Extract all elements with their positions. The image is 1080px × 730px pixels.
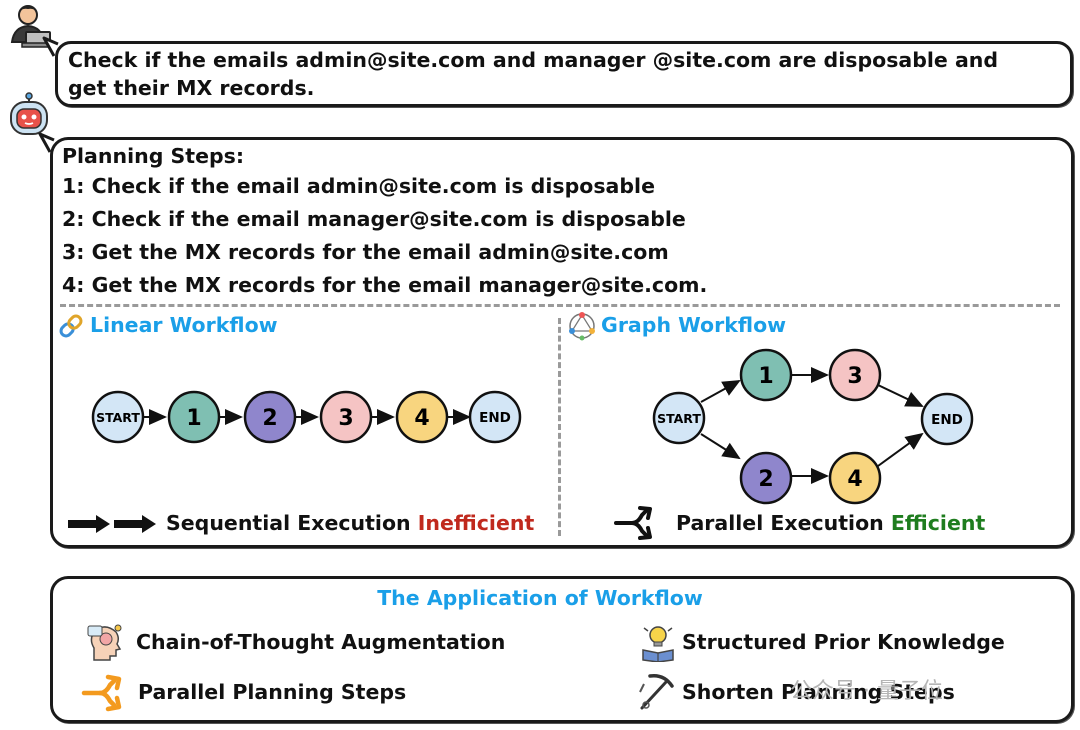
svg-text:1: 1 <box>758 364 773 389</box>
graph-node-end: END <box>920 392 974 446</box>
svg-text:END: END <box>931 412 963 428</box>
graph-edge-3-end <box>877 384 924 407</box>
svg-text:1: 1 <box>186 406 201 431</box>
watermark: 公众号 · 量子位 <box>790 679 943 704</box>
plan-bubble-tail <box>38 132 55 153</box>
graph-legend: Parallel Execution Efficient <box>676 511 985 535</box>
user-avatar-icon <box>10 5 53 48</box>
linear-workflow-title: Linear Workflow <box>90 313 278 337</box>
graph-network-icon <box>569 312 595 341</box>
graph-edge-start-1 <box>700 380 741 403</box>
chain-link-icon <box>59 314 83 338</box>
split-arrow-icon <box>614 506 652 540</box>
graph-workflow-title: Graph Workflow <box>601 313 787 337</box>
svg-text:3: 3 <box>847 364 862 389</box>
graph-legend-verdict: Efficient <box>890 511 986 535</box>
linear-node-2: 2 <box>243 390 297 444</box>
linear-workflow-diagram: START 1 2 3 4 END <box>91 390 522 444</box>
planning-step-4: 4: Get the MX records for the email mana… <box>62 273 708 297</box>
double-arrow-icon <box>68 515 156 533</box>
linear-node-4: 4 <box>395 390 449 444</box>
svg-text:4: 4 <box>847 467 862 492</box>
graph-edge-start-2 <box>700 433 741 460</box>
application-title: The Application of Workflow <box>377 586 703 610</box>
section-divider-vertical <box>558 318 561 536</box>
lightbulb-book-icon <box>642 626 674 662</box>
svg-text:4: 4 <box>414 406 429 431</box>
svg-text:START: START <box>657 411 701 426</box>
svg-text:END: END <box>479 410 511 426</box>
graph-node-1: 1 <box>739 348 793 402</box>
planning-step-2: 2: Check if the email manager@site.com i… <box>62 207 686 231</box>
user-bubble-tail <box>42 36 59 57</box>
linear-node-3: 3 <box>319 390 373 444</box>
planning-step-3: 3: Get the MX records for the email admi… <box>62 240 669 264</box>
planning-bubble <box>50 137 1074 548</box>
user-message-text: Check if the emails admin@site.com and m… <box>68 46 1058 102</box>
app-item-structured-knowledge: Structured Prior Knowledge <box>682 630 1005 654</box>
linear-legend: Sequential Execution Inefficient <box>166 511 534 535</box>
app-item-parallel-planning: Parallel Planning Steps <box>138 680 407 704</box>
linear-legend-verdict: Inefficient <box>417 511 535 535</box>
user-message-line2: get their MX records. <box>68 76 315 100</box>
user-message-line1: Check if the emails admin@site.com and m… <box>68 48 999 72</box>
svg-text:3: 3 <box>338 406 353 431</box>
linear-legend-label: Sequential Execution <box>166 511 411 535</box>
application-box <box>50 576 1074 723</box>
pickaxe-icon <box>639 673 674 710</box>
linear-node-start: START <box>91 390 145 444</box>
head-thought-icon <box>87 624 122 661</box>
svg-text:START: START <box>96 410 140 425</box>
linear-node-end: END <box>468 390 522 444</box>
graph-node-2: 2 <box>739 451 793 505</box>
graph-node-3: 3 <box>828 348 882 402</box>
section-divider-horizontal <box>60 304 1060 307</box>
graph-legend-label: Parallel Execution <box>676 511 884 535</box>
graph-edge-4-end <box>877 432 924 467</box>
app-item-shorten-planning: Shorten Planning Steps <box>682 680 955 704</box>
split-arrow-orange-icon <box>81 674 122 712</box>
svg-text:2: 2 <box>262 406 277 431</box>
robot-avatar-icon <box>10 92 48 135</box>
app-item-chain-of-thought: Chain-of-Thought Augmentation <box>136 630 506 654</box>
planning-heading: Planning Steps: <box>62 144 245 168</box>
graph-workflow-diagram: START 1 3 2 4 END <box>652 348 974 505</box>
linear-node-1: 1 <box>167 390 221 444</box>
graph-node-start: START <box>652 391 706 445</box>
planning-step-1: 1: Check if the email admin@site.com is … <box>62 174 655 198</box>
user-message-bubble <box>55 41 1073 107</box>
graph-node-4: 4 <box>828 451 882 505</box>
svg-text:2: 2 <box>758 467 773 492</box>
